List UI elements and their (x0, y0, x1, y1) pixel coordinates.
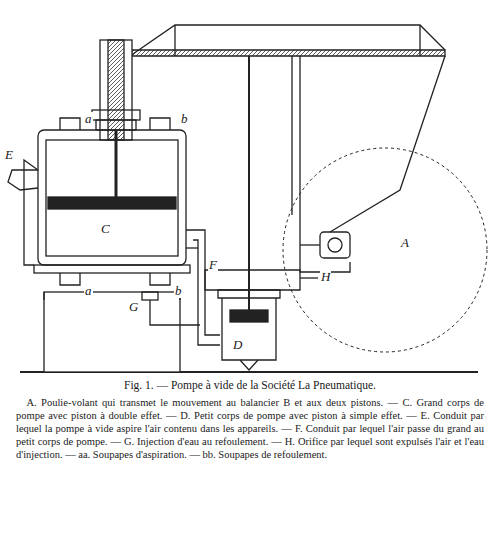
callout-letter: a (84, 284, 93, 298)
callout-letter: D (232, 338, 243, 352)
callout-letter: A (400, 236, 410, 250)
figure-legend: A. Poulie-volant qui transmet le mouveme… (16, 396, 484, 461)
callout-letter: G (128, 300, 139, 314)
callout-letter: E (4, 148, 14, 162)
callout-letter: C (100, 222, 111, 236)
callout-letter: H (320, 270, 331, 284)
callout-letter: a (84, 112, 93, 126)
callout-letter: F (208, 258, 218, 272)
callout-letter: b (180, 112, 189, 126)
callout-letter: b (174, 284, 183, 298)
figure-title: Fig. 1. — Pompe à vide de la Société La … (10, 378, 490, 392)
